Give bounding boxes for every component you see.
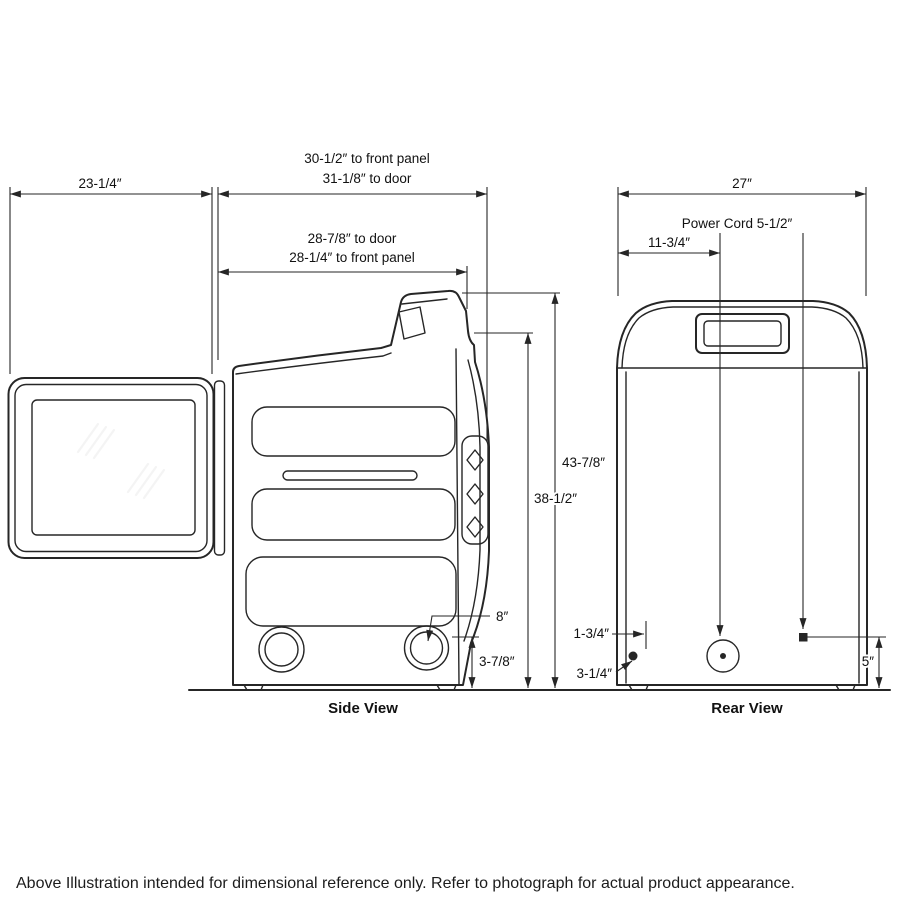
- rear-console-inner: [703, 320, 782, 347]
- dim-label-width: 27″: [732, 176, 752, 191]
- side-view-drawing: [7, 289, 490, 691]
- dim-label-height-body: 38-1/2″: [534, 491, 577, 506]
- side-panel-lower: [245, 556, 457, 627]
- side-panel-middle: [251, 488, 456, 541]
- dim-label-depth-door: 31-1/8″ to door: [323, 171, 412, 186]
- dim-label-outlet-height: 5″: [862, 654, 875, 669]
- dim-label-cord-offset: 11-3/4″: [648, 235, 690, 250]
- rear-view-drawing: [616, 300, 868, 691]
- dim-label-height-total: 43-7/8″: [562, 455, 605, 470]
- front-seam-line: [455, 348, 460, 685]
- cabinet-outline: [232, 289, 490, 686]
- base-roller-right: [403, 625, 450, 671]
- side-panel-slot: [282, 470, 418, 481]
- power-cord-hole: [706, 639, 740, 673]
- base-roller-right-inner: [409, 631, 444, 665]
- rear-foot-left: [628, 684, 649, 691]
- door-glass: [31, 399, 196, 536]
- dim-label-base-height: 3-7/8″: [479, 654, 515, 669]
- side-foot-right: [436, 684, 457, 691]
- side-panel-upper: [251, 406, 456, 457]
- console-bracket: [398, 306, 426, 340]
- console-inner-line: [401, 298, 448, 305]
- dim-label-left-offset: 1-3/4″: [573, 626, 609, 641]
- rear-bolt-dot: [628, 651, 638, 661]
- door-inner-frame: [14, 383, 208, 553]
- power-cord-center: [720, 653, 726, 659]
- dim-label-body-front-panel: 28-1/4″ to front panel: [289, 250, 415, 265]
- leader-drum-offset: [426, 615, 490, 642]
- door-outer-frame: [7, 377, 215, 559]
- rear-view-caption: Rear View: [711, 700, 783, 717]
- side-foot-left: [243, 684, 264, 691]
- open-door: [7, 377, 226, 559]
- leader-bottom-offset: [615, 660, 633, 673]
- base-roller-left: [258, 626, 305, 673]
- dim-label-power-cord: Power Cord 5-1/2″: [682, 216, 793, 231]
- rear-foot-right: [835, 684, 856, 691]
- rear-console-outer: [695, 313, 790, 354]
- footer-note: Above Illustration intended for dimensio…: [16, 875, 795, 892]
- dim-label-drum-offset: 8″: [496, 609, 509, 624]
- top-panel-inner-line: [235, 352, 392, 375]
- rear-outlet-square: [799, 633, 808, 642]
- door-hinge-detail: [461, 435, 489, 545]
- side-view-caption: Side View: [328, 700, 398, 717]
- dim-label-bottom-offset: 3-1/4″: [576, 666, 612, 681]
- rear-top-inner-line: [621, 306, 864, 369]
- glass-shine-marks: [76, 422, 166, 500]
- base-roller-left-inner: [264, 632, 299, 667]
- dim-label-body-door: 28-7/8″ to door: [308, 231, 397, 246]
- rear-outline: [616, 300, 868, 686]
- dim-label-door-width: 23-1/4″: [78, 176, 121, 191]
- dim-label-depth-front-panel: 30-1/2″ to front panel: [304, 151, 430, 166]
- rear-view-dimensions: 27″ Power Cord 5-1/2″ 11-3/4″ 1-3/4″ 3-1…: [571, 174, 886, 688]
- side-view-dimensions: 30-1/2″ to front panel 31-1/8″ to door 2…: [9, 149, 607, 688]
- door-edge-strip: [213, 380, 226, 556]
